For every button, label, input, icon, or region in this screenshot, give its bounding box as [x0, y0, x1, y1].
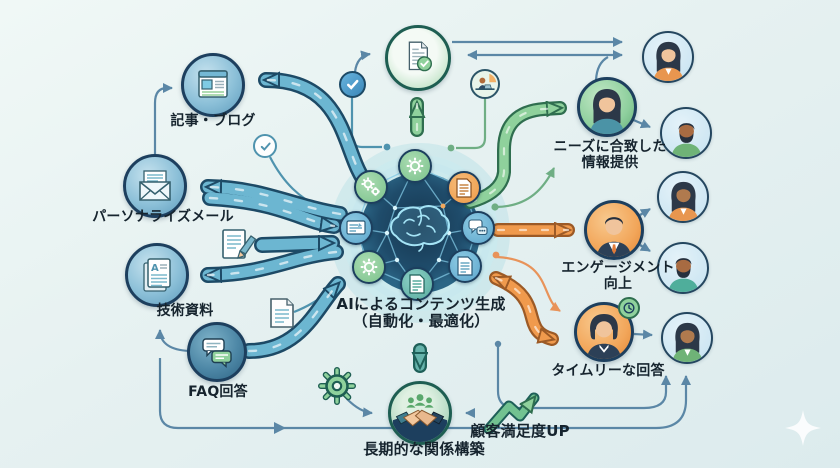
center-label-line2: （自動化・最適化）: [352, 312, 490, 331]
approved-document-node: [385, 25, 451, 91]
avatar-woman-teal: [589, 89, 625, 134]
customer-avatar: [657, 242, 709, 294]
clock-badge-icon: [618, 297, 640, 319]
document-icon: [447, 171, 481, 205]
check-circle-outline-icon: [253, 134, 277, 158]
pencil-document-icon: [219, 224, 257, 264]
card-icon: [339, 211, 373, 245]
sparkle-icon: [785, 410, 821, 446]
needs-label: ニーズに合致した 情報提供: [553, 139, 667, 172]
article-blog-label: 記事・ブログ: [170, 113, 256, 129]
customer-avatar: [642, 31, 694, 83]
faq-node: [187, 322, 247, 382]
gear-icon: [398, 149, 432, 183]
double-gear-icon: [354, 170, 388, 204]
handshake-node: [388, 381, 452, 445]
tech-docs-node: A: [125, 243, 189, 307]
gear-icon: [316, 365, 358, 407]
customer-avatar: [661, 312, 713, 364]
needs-node: [577, 77, 637, 137]
gear-icon: [352, 250, 386, 284]
center-label-line1: AIによるコンテンツ生成: [336, 295, 506, 313]
orange-arrows: [489, 230, 575, 346]
personalized-mail-label: パーソナライズメール: [92, 209, 234, 225]
blue-arrows: [200, 80, 376, 359]
avatar-businessman: [596, 217, 632, 257]
approved-document-icon: [408, 41, 433, 72]
timely-label: タイムリーな回答: [551, 363, 665, 379]
faq-chat-icon: [202, 338, 232, 369]
browser-icon: [198, 70, 228, 98]
article-blog-node: [181, 53, 245, 117]
relationship-label: 長期的な関係構築: [363, 440, 485, 458]
chat-icon: [461, 211, 495, 245]
growth-zigzag-arrow: [483, 392, 540, 435]
personalized-mail-node: [123, 154, 187, 218]
brain-icon: [390, 205, 450, 252]
customer-avatar: [660, 107, 712, 159]
satisfaction-label: 顧客満足度UP: [470, 422, 570, 440]
working-person-icon: [470, 69, 500, 99]
engagement-node: [584, 200, 644, 260]
customer-avatar: [657, 171, 709, 223]
tech-document-icon: A: [143, 258, 171, 292]
faq-label: FAQ回答: [188, 384, 248, 400]
green-thin-lines: [456, 98, 555, 209]
document-icon: [400, 267, 434, 301]
loop-mid-arrowhead: [274, 422, 286, 434]
svg-text:A: A: [151, 263, 159, 274]
tech-docs-label: 技術資料: [156, 303, 214, 319]
avatar-woman-bob: [586, 314, 622, 359]
check-circle-icon: [339, 71, 366, 98]
document-icon: [448, 249, 482, 283]
center-label: AIによるコンテンツ生成 （自動化・最適化）: [296, 295, 546, 331]
green-arrows: [417, 97, 567, 209]
handshake-icon: [392, 394, 448, 442]
plain-document-icon: [267, 296, 297, 330]
timely-node: [574, 302, 634, 362]
envelope-icon: [139, 170, 171, 201]
engagement-label: エンゲージメント 向上: [561, 260, 675, 293]
